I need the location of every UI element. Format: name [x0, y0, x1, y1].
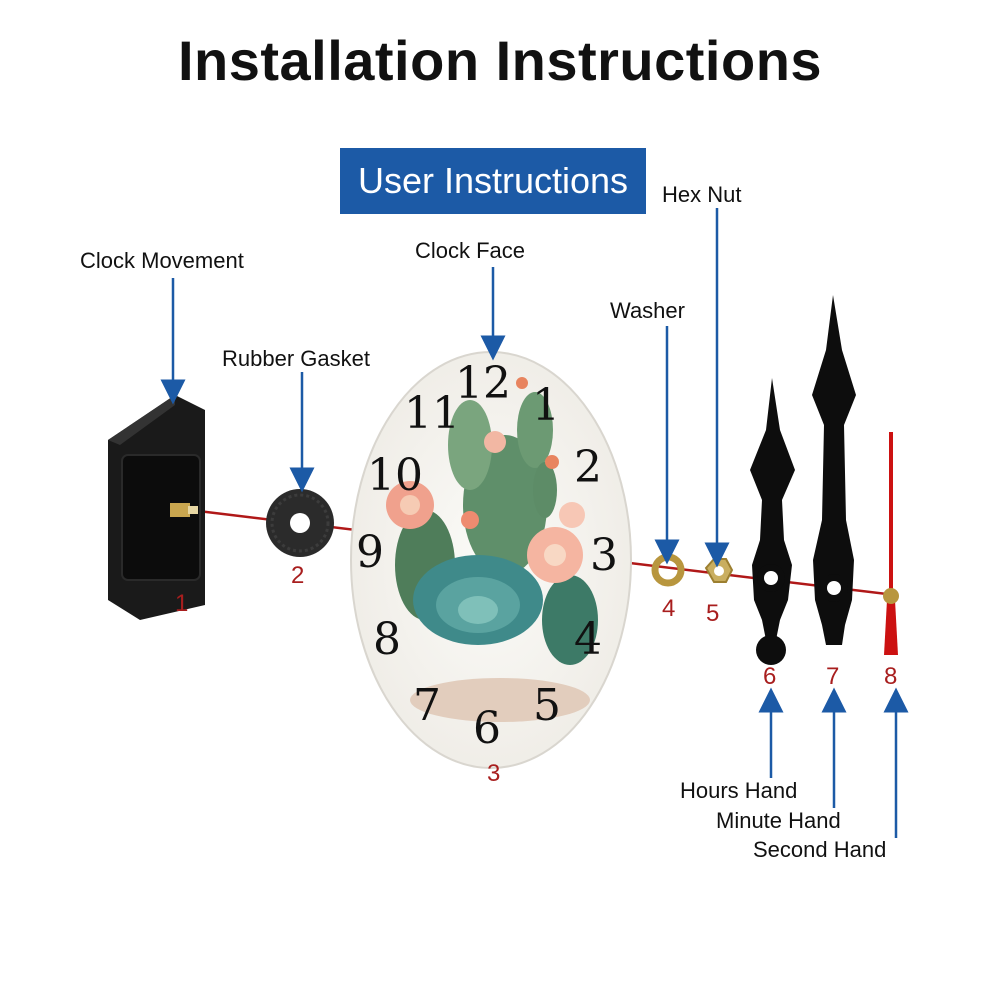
dial-number-10: 10 [367, 450, 423, 501]
part-number-7: 7 [826, 663, 840, 690]
part-number-2: 2 [291, 562, 305, 589]
dial-number-3: 3 [590, 530, 618, 581]
clock-movement-part [108, 395, 205, 620]
second-hand-part [883, 432, 899, 655]
part-number-5: 5 [706, 600, 720, 627]
dial-number-1: 1 [532, 380, 560, 431]
dial-number-2: 2 [574, 442, 602, 493]
part-number-3: 3 [487, 760, 501, 787]
hours-hand-part [750, 378, 795, 665]
clock-movement-label: Clock Movement [80, 248, 244, 273]
washer-part [651, 553, 685, 587]
dial-number-5: 5 [533, 680, 561, 731]
second-hand-label: Second Hand [753, 837, 887, 862]
washer-label: Washer [610, 298, 685, 323]
dial-number-7: 7 [413, 680, 441, 731]
hex-nut-label: Hex Nut [662, 182, 742, 207]
part-number-6: 6 [763, 663, 777, 690]
dial-number-4: 4 [574, 614, 602, 665]
part-number-8: 8 [884, 663, 898, 690]
dial-number-9: 9 [356, 527, 384, 578]
clock-face-label: Clock Face [415, 238, 526, 263]
clock-face-part: 12 1 2 3 4 5 6 7 8 9 10 11 [350, 351, 632, 769]
hours-hand-label: Hours Hand [680, 778, 798, 803]
dial-numerals: 12 1 2 3 4 5 6 7 8 9 10 11 [356, 358, 618, 754]
dial-number-8: 8 [373, 614, 401, 665]
dial-number-6: 6 [473, 703, 501, 754]
part-number-1: 1 [175, 590, 189, 617]
minute-hand-label: Minute Hand [716, 808, 841, 833]
minute-hand-part [812, 295, 856, 645]
rubber-gasket-label: Rubber Gasket [222, 346, 370, 371]
page-title: Installation Instructions [177, 29, 823, 92]
rubber-gasket-part [266, 489, 334, 557]
dial-number-12: 12 [455, 358, 511, 409]
part-number-4: 4 [662, 595, 676, 622]
dial-number-11: 11 [404, 388, 460, 439]
user-instructions-banner: User Instructions [340, 148, 646, 214]
cactus-illustration [386, 377, 598, 722]
hex-nut-part [704, 558, 734, 583]
